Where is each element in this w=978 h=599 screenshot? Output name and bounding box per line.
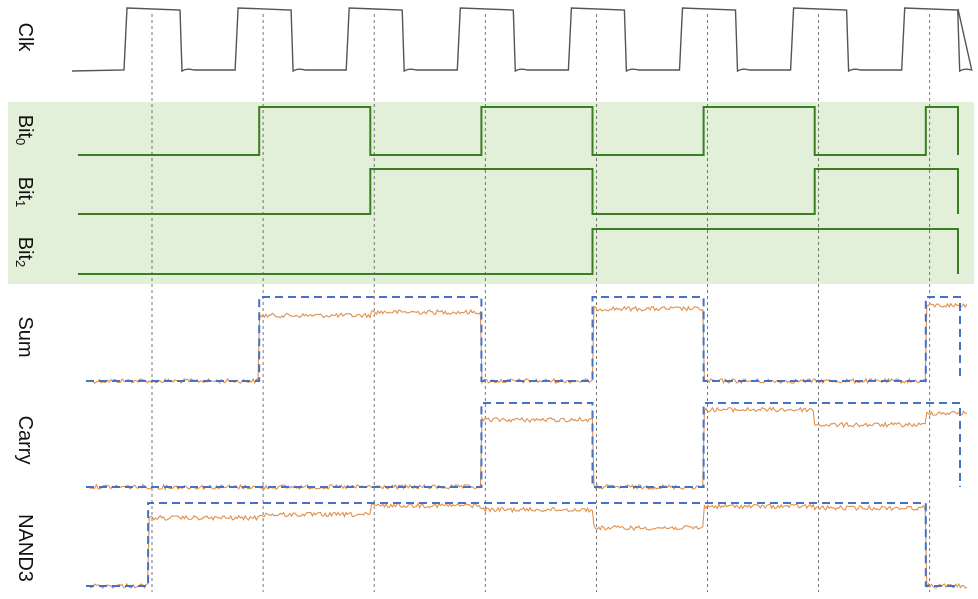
signal-label-clk: Clk [14, 23, 36, 53]
bit1-trace [78, 168, 959, 215]
signal-label-bit0: Bit0 [13, 115, 36, 146]
nand3-expected-trace [86, 502, 960, 587]
signal-label-bit1: Bit1 [13, 177, 36, 208]
clk-trace [71, 7, 973, 73]
carry-expected-trace [86, 402, 961, 488]
carry-measured-trace [89, 406, 967, 491]
bit2-trace [78, 228, 959, 275]
signal-traces [71, 7, 973, 590]
signal-label-bit2: Bit2 [13, 237, 36, 268]
clock-guide-lines [151, 14, 931, 592]
signal-label-sum: Sum [14, 316, 36, 357]
signal-label-carry: Carry [14, 416, 36, 465]
signal-label-nand3: NAND3 [14, 514, 36, 582]
input-band [8, 102, 974, 284]
nand3-measured-trace [89, 502, 968, 590]
bit0-trace [78, 106, 959, 156]
sum-expected-trace [86, 296, 961, 382]
sum-measured-trace [89, 302, 968, 385]
